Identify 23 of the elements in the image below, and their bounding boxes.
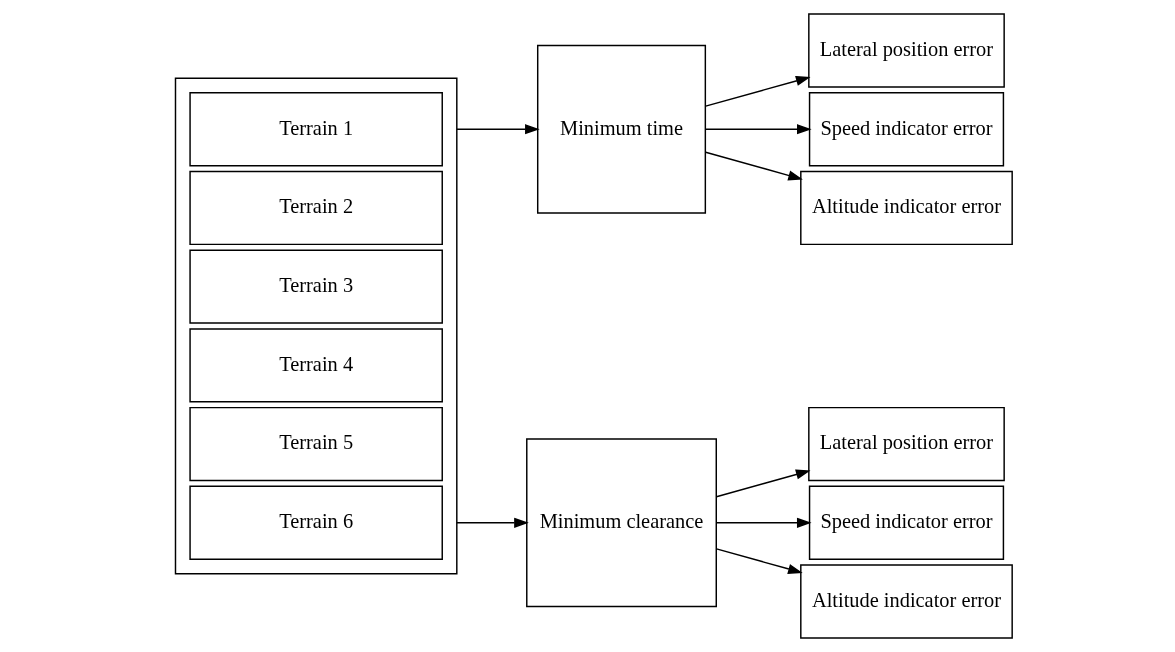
node-box: Lateral position error bbox=[807, 13, 1005, 88]
cluster bbox=[174, 77, 458, 575]
node-box: Terrain 6 bbox=[188, 485, 443, 560]
node-box: Lateral position error bbox=[807, 406, 1005, 482]
node-box: Minimum clearance bbox=[525, 438, 717, 608]
node-box: Terrain 3 bbox=[188, 249, 443, 324]
node-box: Altitude indicator error bbox=[799, 170, 1013, 246]
node-box: Terrain 4 bbox=[188, 328, 443, 403]
arrow bbox=[455, 124, 540, 135]
node-box: Terrain 5 bbox=[188, 406, 443, 482]
node-box: Minimum time bbox=[536, 44, 706, 214]
arrow bbox=[704, 151, 803, 181]
node-box: Terrain 2 bbox=[188, 170, 443, 246]
node-box: Altitude indicator error bbox=[799, 564, 1013, 639]
arrow bbox=[704, 124, 812, 135]
arrow bbox=[715, 469, 810, 498]
arrow bbox=[715, 548, 803, 574]
node-box: Speed indicator error bbox=[808, 92, 1004, 167]
arrow bbox=[715, 517, 812, 528]
arrow bbox=[455, 517, 529, 528]
node-box: Speed indicator error bbox=[808, 485, 1004, 560]
arrow bbox=[704, 75, 811, 107]
node-box: Terrain 1 bbox=[188, 92, 443, 167]
